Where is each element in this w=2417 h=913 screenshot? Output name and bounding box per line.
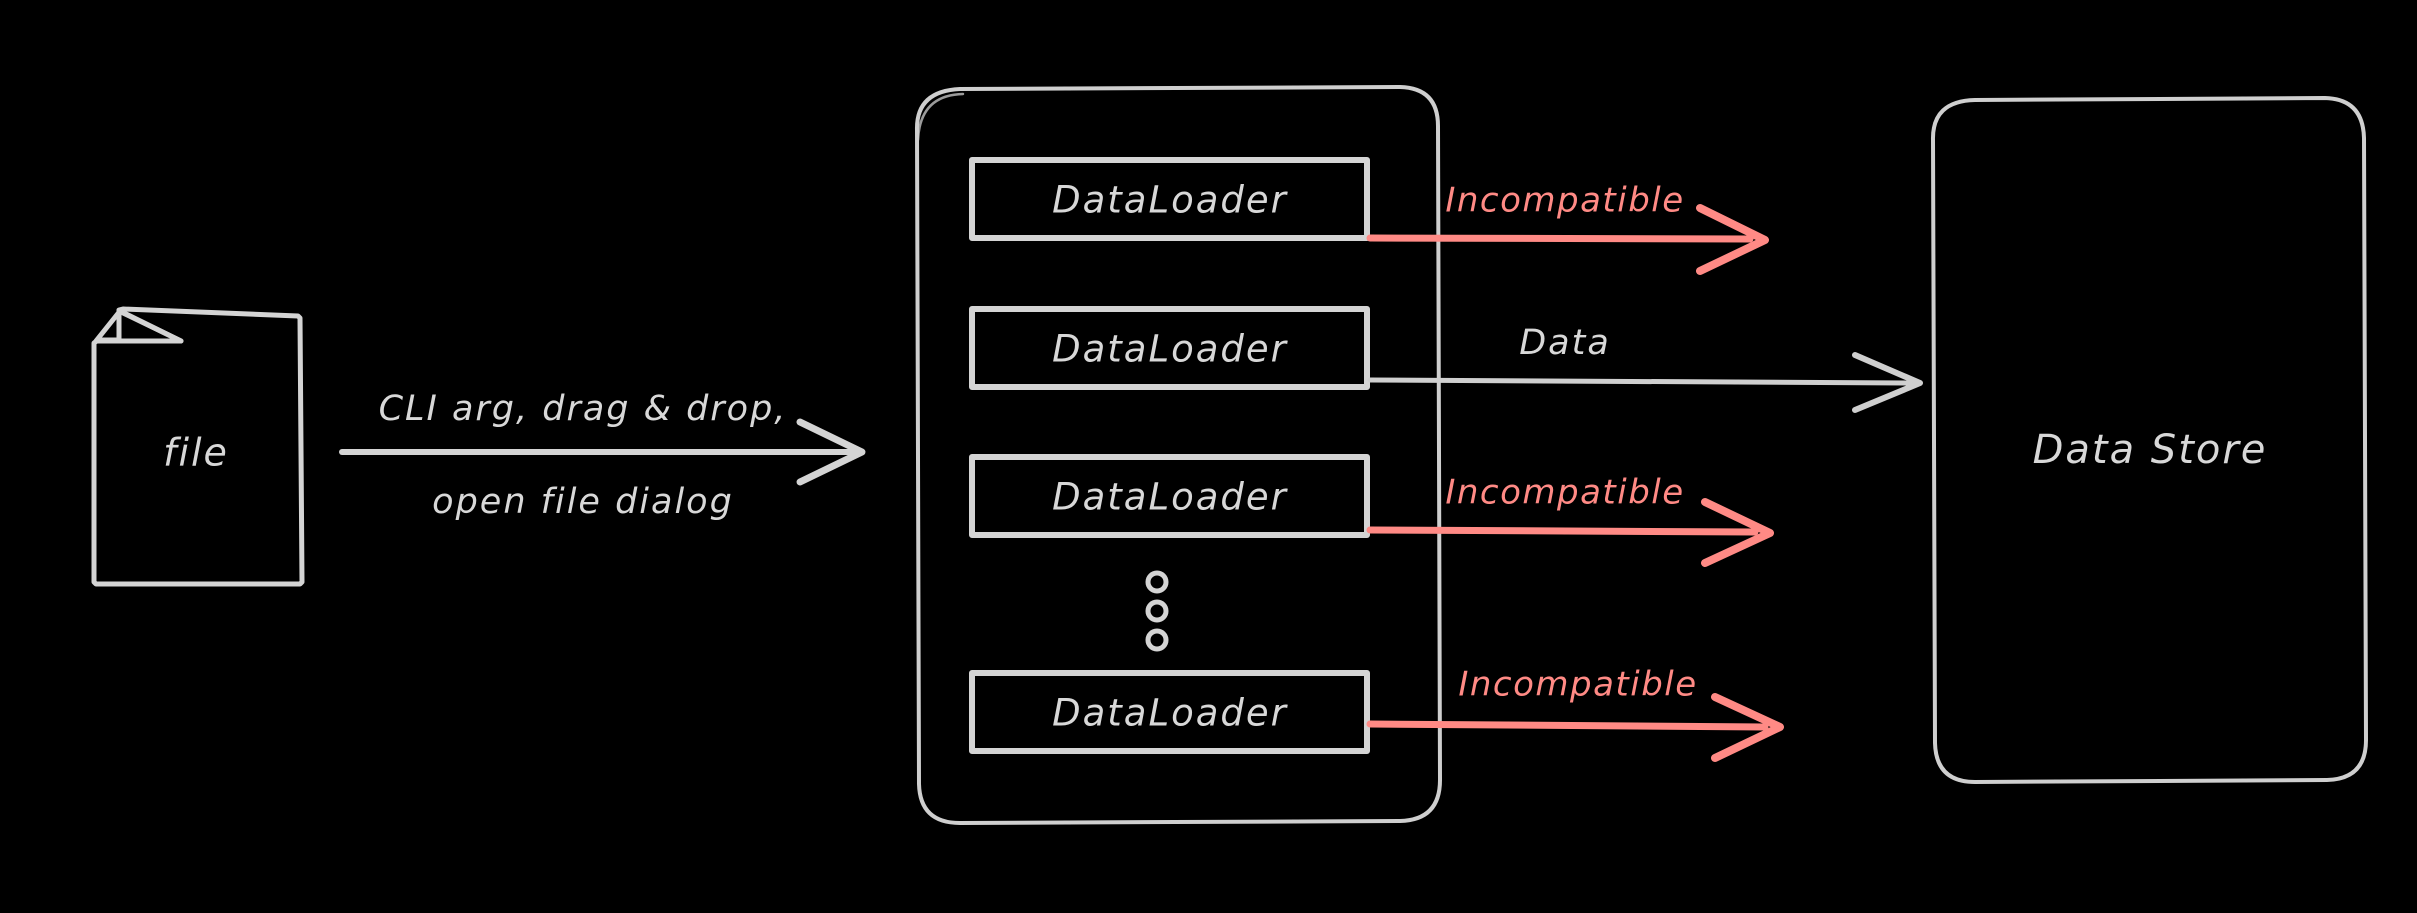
output-edge-3-label: Incompatible	[1445, 473, 1684, 513]
dataloader-label-1: DataLoader	[1052, 179, 1289, 222]
output-edge-4-label: Incompatible	[1458, 665, 1697, 705]
dataloader-label-2: DataLoader	[1052, 328, 1289, 371]
dataloader-box-2[interactable]	[969, 306, 1370, 390]
input-edge-label-line-1: CLI arg, drag & drop,	[379, 389, 788, 429]
input-edge-arrowhead	[796, 418, 866, 486]
ellipsis-ring-1	[1145, 570, 1169, 594]
output-edge-2-arrowhead	[1852, 352, 1923, 413]
output-edge-4-arrow	[1366, 693, 1784, 762]
file-node	[91, 306, 305, 587]
file-label: file	[163, 431, 229, 475]
output-edge-4-arrowhead	[1711, 693, 1784, 762]
dataloader-box-4[interactable]	[969, 670, 1370, 754]
output-edge-2-arrow	[1367, 352, 1923, 413]
dataloader-label-4: DataLoader	[1052, 692, 1289, 735]
vertical-ellipsis-icon	[1145, 570, 1169, 652]
output-edge-1-line	[1366, 234, 1754, 243]
file-fold-edge	[118, 309, 184, 344]
output-edge-3-arrow	[1366, 498, 1774, 567]
output-edge-2-line	[1367, 377, 1913, 386]
output-edge-1-label: Incompatible	[1445, 181, 1684, 221]
output-edge-1-arrowhead	[1696, 204, 1769, 275]
dataloader-box-rect	[969, 157, 1370, 241]
ellipsis-ring-3	[1145, 628, 1169, 652]
output-edge-1-arrow	[1366, 204, 1769, 275]
dataloader-box-3[interactable]	[969, 454, 1370, 538]
container-border-sketch-pass	[916, 92, 965, 142]
dataloader-box-rect	[969, 670, 1370, 754]
data-store-outline[interactable]	[1930, 96, 2368, 784]
input-edge-label-line-2: open file dialog	[432, 482, 734, 522]
container-border	[914, 85, 1442, 825]
dataloader-box-rect	[969, 454, 1370, 538]
ellipsis-ring-2	[1145, 599, 1169, 623]
data-store-border	[1930, 96, 2368, 784]
output-edge-3-arrowhead	[1701, 498, 1774, 567]
output-edge-3-line	[1366, 526, 1759, 536]
dataloader-box-1[interactable]	[969, 157, 1370, 241]
input-edge-arrow	[339, 418, 866, 486]
dataloader-box-rect	[969, 306, 1370, 390]
dataloader-label-3: DataLoader	[1052, 476, 1289, 519]
output-edge-2-label: Data	[1519, 323, 1611, 363]
dataloader-container-outline	[914, 85, 1442, 825]
output-edge-4-line	[1366, 720, 1769, 731]
data-store-label: Data Store	[2033, 427, 2268, 473]
